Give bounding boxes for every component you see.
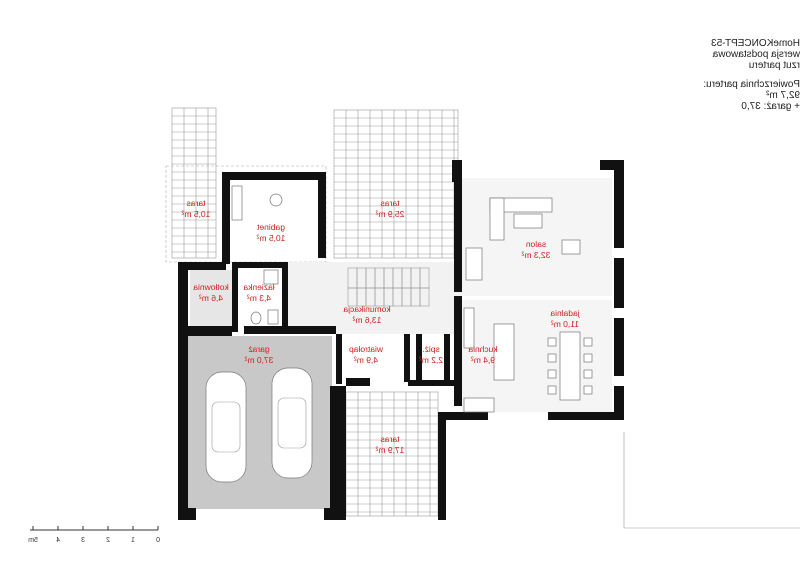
room-area: 11,0 m²	[551, 319, 579, 329]
title-block: HomeKONCEPT-53 wersja podstawowa rzut pa…	[620, 38, 800, 112]
room-area: 2,2 m²	[419, 355, 443, 365]
scale-bar: 0 1 2 3 4 5m	[28, 526, 160, 544]
room-area: 4,9 m²	[354, 355, 378, 365]
room-area: 9,4 m²	[471, 355, 495, 365]
bathroom-fixtures	[250, 269, 279, 325]
room-area: 17,9 m²	[375, 445, 404, 455]
room-area: 4,3 m²	[247, 293, 271, 303]
room-area: 32,3 m²	[521, 250, 550, 260]
scale-tick-label: 4	[56, 537, 60, 544]
room-name: jadalnia	[550, 308, 581, 318]
room-name: taras	[381, 198, 400, 208]
plan-name: rzut parteru	[748, 60, 800, 71]
area-value: 92,7 m²	[766, 90, 800, 101]
scale-tick-label: 3	[81, 537, 85, 544]
room-area: 25,9 m²	[375, 209, 404, 219]
room-name: gabinet	[256, 222, 285, 232]
boiler-room-floor	[190, 270, 238, 330]
svg-text:2: 2	[106, 537, 110, 544]
armchair	[561, 239, 581, 255]
pergola-left	[171, 107, 217, 259]
svg-text:3: 3	[81, 537, 85, 544]
room-area: 37,0 m²	[244, 355, 273, 365]
dining-table	[547, 331, 593, 401]
car-left	[205, 371, 247, 483]
scale-tick-label: 5m	[28, 537, 38, 544]
pergola-middle	[333, 109, 459, 259]
room-name: taras	[381, 434, 400, 444]
room-name: garaż	[248, 344, 269, 354]
sofa	[489, 197, 553, 241]
room-label-spiz: spiż.2,2 m²	[419, 344, 443, 365]
room-name: kotłownia	[193, 282, 229, 292]
room-area: 13,6 m²	[352, 315, 381, 325]
room-area: 10,5 m²	[256, 233, 285, 243]
walls	[178, 160, 624, 520]
fireplace	[465, 247, 483, 281]
svg-text:0: 0	[156, 537, 160, 544]
room-name: komunikacja	[343, 304, 391, 314]
scale-tick-label: 0	[156, 537, 160, 544]
room-name: salon	[526, 239, 547, 249]
project-name: HomeKONCEPT-53	[711, 38, 800, 49]
garage-note: + garaż: 37,0	[741, 101, 800, 112]
car-right	[271, 367, 313, 479]
room-name: wiatrołap	[349, 344, 384, 354]
kitchen-counter	[463, 307, 515, 413]
room-name: taras	[187, 198, 206, 208]
staircase	[347, 267, 430, 307]
room-area: 10,5 m²	[181, 209, 210, 219]
scale-tick-label: 1	[131, 537, 135, 544]
site-boundary	[623, 432, 800, 529]
room-name: łazienka	[243, 282, 274, 292]
room-name: kuchnia	[468, 344, 498, 354]
svg-text:1: 1	[131, 537, 135, 544]
hall-floor	[287, 262, 462, 334]
area-label: Powierzchnia parteru:	[703, 79, 800, 90]
scale-tick-label: 2	[106, 537, 110, 544]
svg-text:5m: 5m	[28, 537, 38, 544]
svg-text:4: 4	[56, 537, 60, 544]
version: wersja podstawowa	[712, 49, 800, 60]
room-name: spiż.	[422, 344, 439, 354]
room-area: 4,6 m²	[199, 293, 223, 303]
office-desk	[231, 185, 283, 221]
living-floor	[462, 178, 612, 296]
